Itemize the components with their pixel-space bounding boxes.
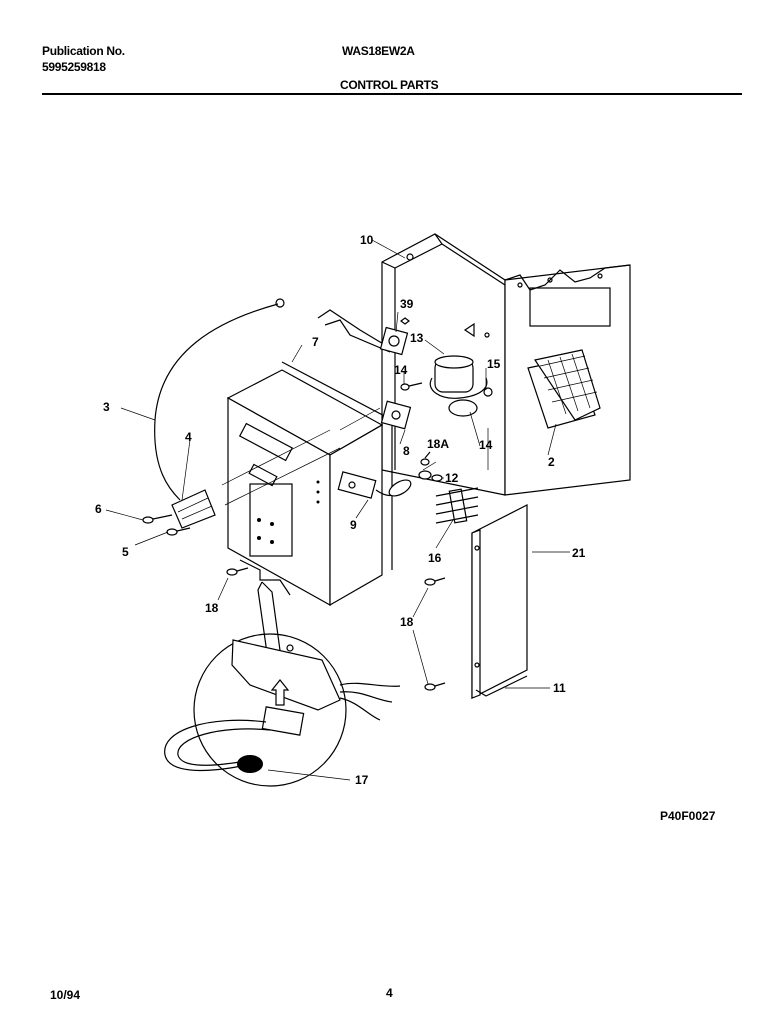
part-21-cover-panel xyxy=(471,504,528,699)
part-3-wire-lead xyxy=(154,303,279,501)
part-39-relay xyxy=(317,309,409,356)
callout-18-left: 18 xyxy=(205,601,219,615)
part-7-control-box xyxy=(226,361,393,607)
callout-14-lower: 14 xyxy=(479,438,493,452)
part-9-switch xyxy=(337,471,412,499)
callout-12: 12 xyxy=(445,471,459,485)
part-16-terminal-block xyxy=(435,487,479,524)
callout-15: 15 xyxy=(487,357,501,371)
wire-terminal-icon xyxy=(275,298,285,308)
screw-14-upper xyxy=(400,382,423,391)
figure-code: P40F0027 xyxy=(660,809,716,823)
screws-18 xyxy=(226,567,446,691)
header-rule xyxy=(42,93,742,95)
publication-number: 5995259818 xyxy=(42,60,106,74)
callout-8: 8 xyxy=(403,444,410,458)
screws-6-5 xyxy=(142,514,191,536)
section-title: CONTROL PARTS xyxy=(340,78,439,92)
callout-16: 16 xyxy=(428,551,442,565)
leader-lines xyxy=(105,239,570,781)
callout-7: 7 xyxy=(312,335,319,349)
callout-10: 10 xyxy=(360,233,374,247)
part-4-terminal-block xyxy=(171,429,341,529)
callout-9: 9 xyxy=(350,518,357,532)
part-13-capacitor xyxy=(429,355,493,417)
callout-21: 21 xyxy=(572,546,586,560)
callout-11: 11 xyxy=(553,681,566,695)
model-number: WAS18EW2A xyxy=(342,44,415,58)
callout-18A: 18A xyxy=(427,437,449,451)
part-17-detail-view xyxy=(164,581,401,787)
footer-date: 10/94 xyxy=(50,988,81,1002)
publication-label: Publication No. xyxy=(42,44,125,58)
part-8-switch xyxy=(339,400,412,431)
callout-13: 13 xyxy=(410,331,424,345)
callout-5: 5 xyxy=(122,545,129,559)
part-12-18A-fasteners xyxy=(418,451,443,482)
callout-4: 4 xyxy=(185,430,192,444)
callout-6: 6 xyxy=(95,502,102,516)
callout-18-right: 18 xyxy=(400,615,414,629)
part-2-filter-screen xyxy=(527,349,601,429)
callout-2: 2 xyxy=(548,455,555,469)
page-number: 4 xyxy=(386,986,393,1000)
callout-14-upper: 14 xyxy=(394,363,408,377)
callout-17: 17 xyxy=(355,773,369,787)
callout-39: 39 xyxy=(400,297,414,311)
callout-3: 3 xyxy=(103,400,110,414)
